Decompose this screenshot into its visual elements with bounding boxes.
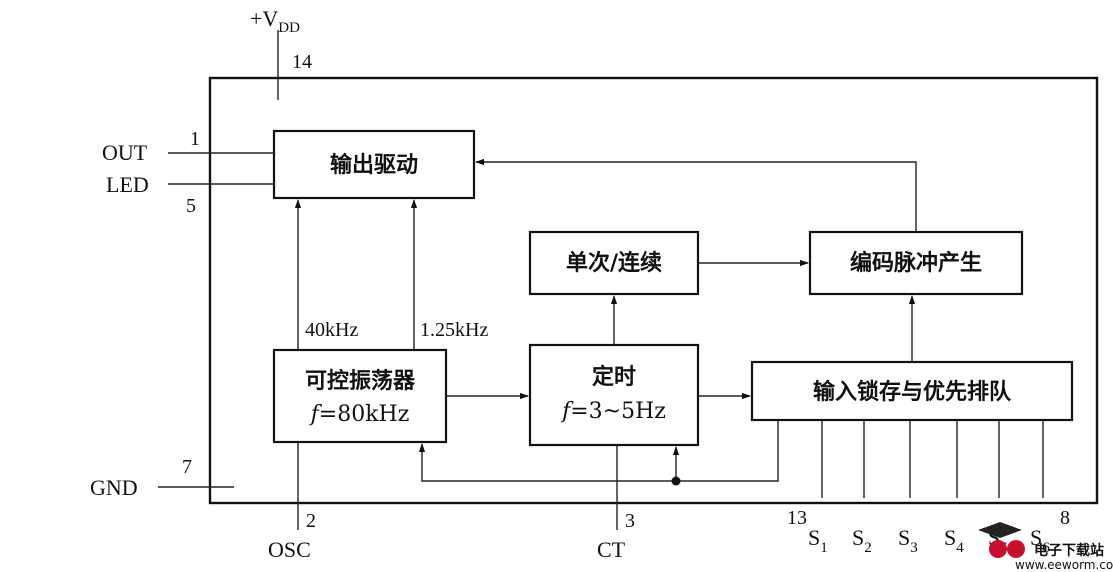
out-pin-number: 1	[190, 128, 200, 150]
osc-pin-number: 2	[306, 510, 316, 532]
timer-block	[528, 343, 700, 447]
timer-frequency: f=3~5Hz	[560, 399, 666, 424]
vco-frequency: f=80kHz	[309, 402, 410, 427]
latch-feedback-to-vco	[418, 420, 779, 482]
osc-pin: 2 OSC	[268, 442, 316, 562]
vco-title: 可控振荡器	[305, 368, 416, 394]
output-driver-label: 输出驱动	[330, 152, 418, 178]
vdd-pin-number: 14	[292, 51, 312, 73]
ct-pin: 3 CT	[597, 445, 635, 562]
gnd-pin-number: 7	[182, 456, 192, 478]
s3-label: S3	[898, 525, 918, 556]
out-pin: OUT 1	[102, 128, 274, 165]
ct-label: CT	[597, 537, 626, 562]
vco-block	[272, 348, 448, 444]
ct-pin-number: 3	[625, 510, 635, 532]
watermark: 电子下载站 www.eeworm.com	[978, 522, 1113, 572]
s1-pin-number: 13	[787, 507, 807, 529]
codepulse-to-output	[475, 158, 917, 232]
freq-40khz: 40kHz	[305, 319, 358, 341]
led-pin-number: 5	[186, 195, 196, 217]
gnd-label: GND	[90, 475, 138, 500]
output-driver-block	[272, 129, 476, 200]
input-latch-block	[750, 360, 1074, 422]
chip-outline	[208, 76, 1099, 505]
junction-dot	[671, 476, 681, 486]
gnd-pin: GND 7	[90, 456, 234, 500]
s4-label: S4	[944, 525, 964, 556]
s6-label: S6	[1030, 525, 1050, 556]
osc-label: OSC	[268, 537, 311, 562]
out-label: OUT	[102, 140, 148, 165]
led-pin: LED 5	[106, 172, 274, 217]
watermark-logo-icon	[989, 540, 1007, 558]
vdd-label: +VDD	[250, 6, 300, 36]
watermark-brand: 电子下载站	[1034, 542, 1104, 559]
s6-pin-number: 8	[1060, 507, 1070, 529]
watermark-url: www.eeworm.com	[1015, 558, 1113, 572]
code-pulse-generator-block	[808, 230, 1024, 296]
freq-1-25khz: 1.25kHz	[420, 319, 488, 341]
graduation-cap-icon	[978, 522, 1022, 538]
code-pulse-generator-label: 编码脉冲产生	[850, 250, 982, 276]
single-continuous-label: 单次/连续	[566, 250, 662, 276]
led-label: LED	[106, 172, 149, 197]
s1-label: S1	[808, 525, 828, 556]
timer-title: 定时	[592, 364, 636, 390]
s2-label: S2	[852, 525, 872, 556]
input-latch-label: 输入锁存与优先排队	[813, 379, 1012, 405]
s-inputs: 13 8 S1 S2 S3 S4 S5 S6	[787, 420, 1070, 556]
vdd-pin: +VDD 14	[250, 6, 312, 100]
